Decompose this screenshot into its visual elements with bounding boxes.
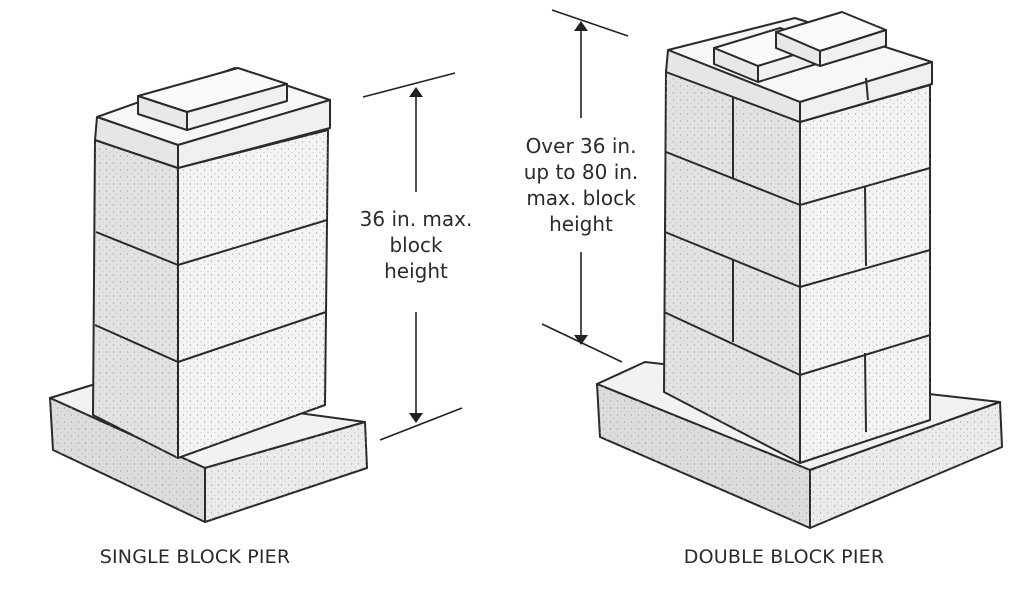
double-pier-shims bbox=[713, 11, 887, 83]
double-dim-line-1: Over 36 in. bbox=[525, 134, 637, 158]
single-pier-dimension bbox=[362, 72, 463, 441]
single-pier-caption: SINGLE BLOCK PIER bbox=[99, 546, 291, 568]
double-pier-caption: DOUBLE BLOCK PIER bbox=[683, 546, 885, 568]
single-pier-blocks bbox=[92, 129, 329, 459]
double-dim-line-3: max. block bbox=[526, 186, 636, 210]
single-dim-line-2: block bbox=[389, 233, 443, 257]
double-pier-blocks bbox=[663, 69, 931, 464]
double-block-pier bbox=[596, 11, 1003, 529]
single-dim-line-1: 36 in. max. bbox=[359, 207, 473, 231]
single-block-pier bbox=[49, 67, 368, 523]
double-pier-dimension bbox=[541, 9, 629, 363]
double-dim-line-2: up to 80 in. bbox=[523, 160, 639, 184]
double-dim-line-4: height bbox=[549, 212, 613, 236]
single-dim-line-3: height bbox=[384, 259, 448, 283]
double-pier-dimension-label: Over 36 in. up to 80 in. max. block heig… bbox=[506, 133, 656, 237]
single-pier-shim bbox=[137, 67, 288, 131]
single-pier-dimension-label: 36 in. max. block height bbox=[346, 206, 486, 284]
